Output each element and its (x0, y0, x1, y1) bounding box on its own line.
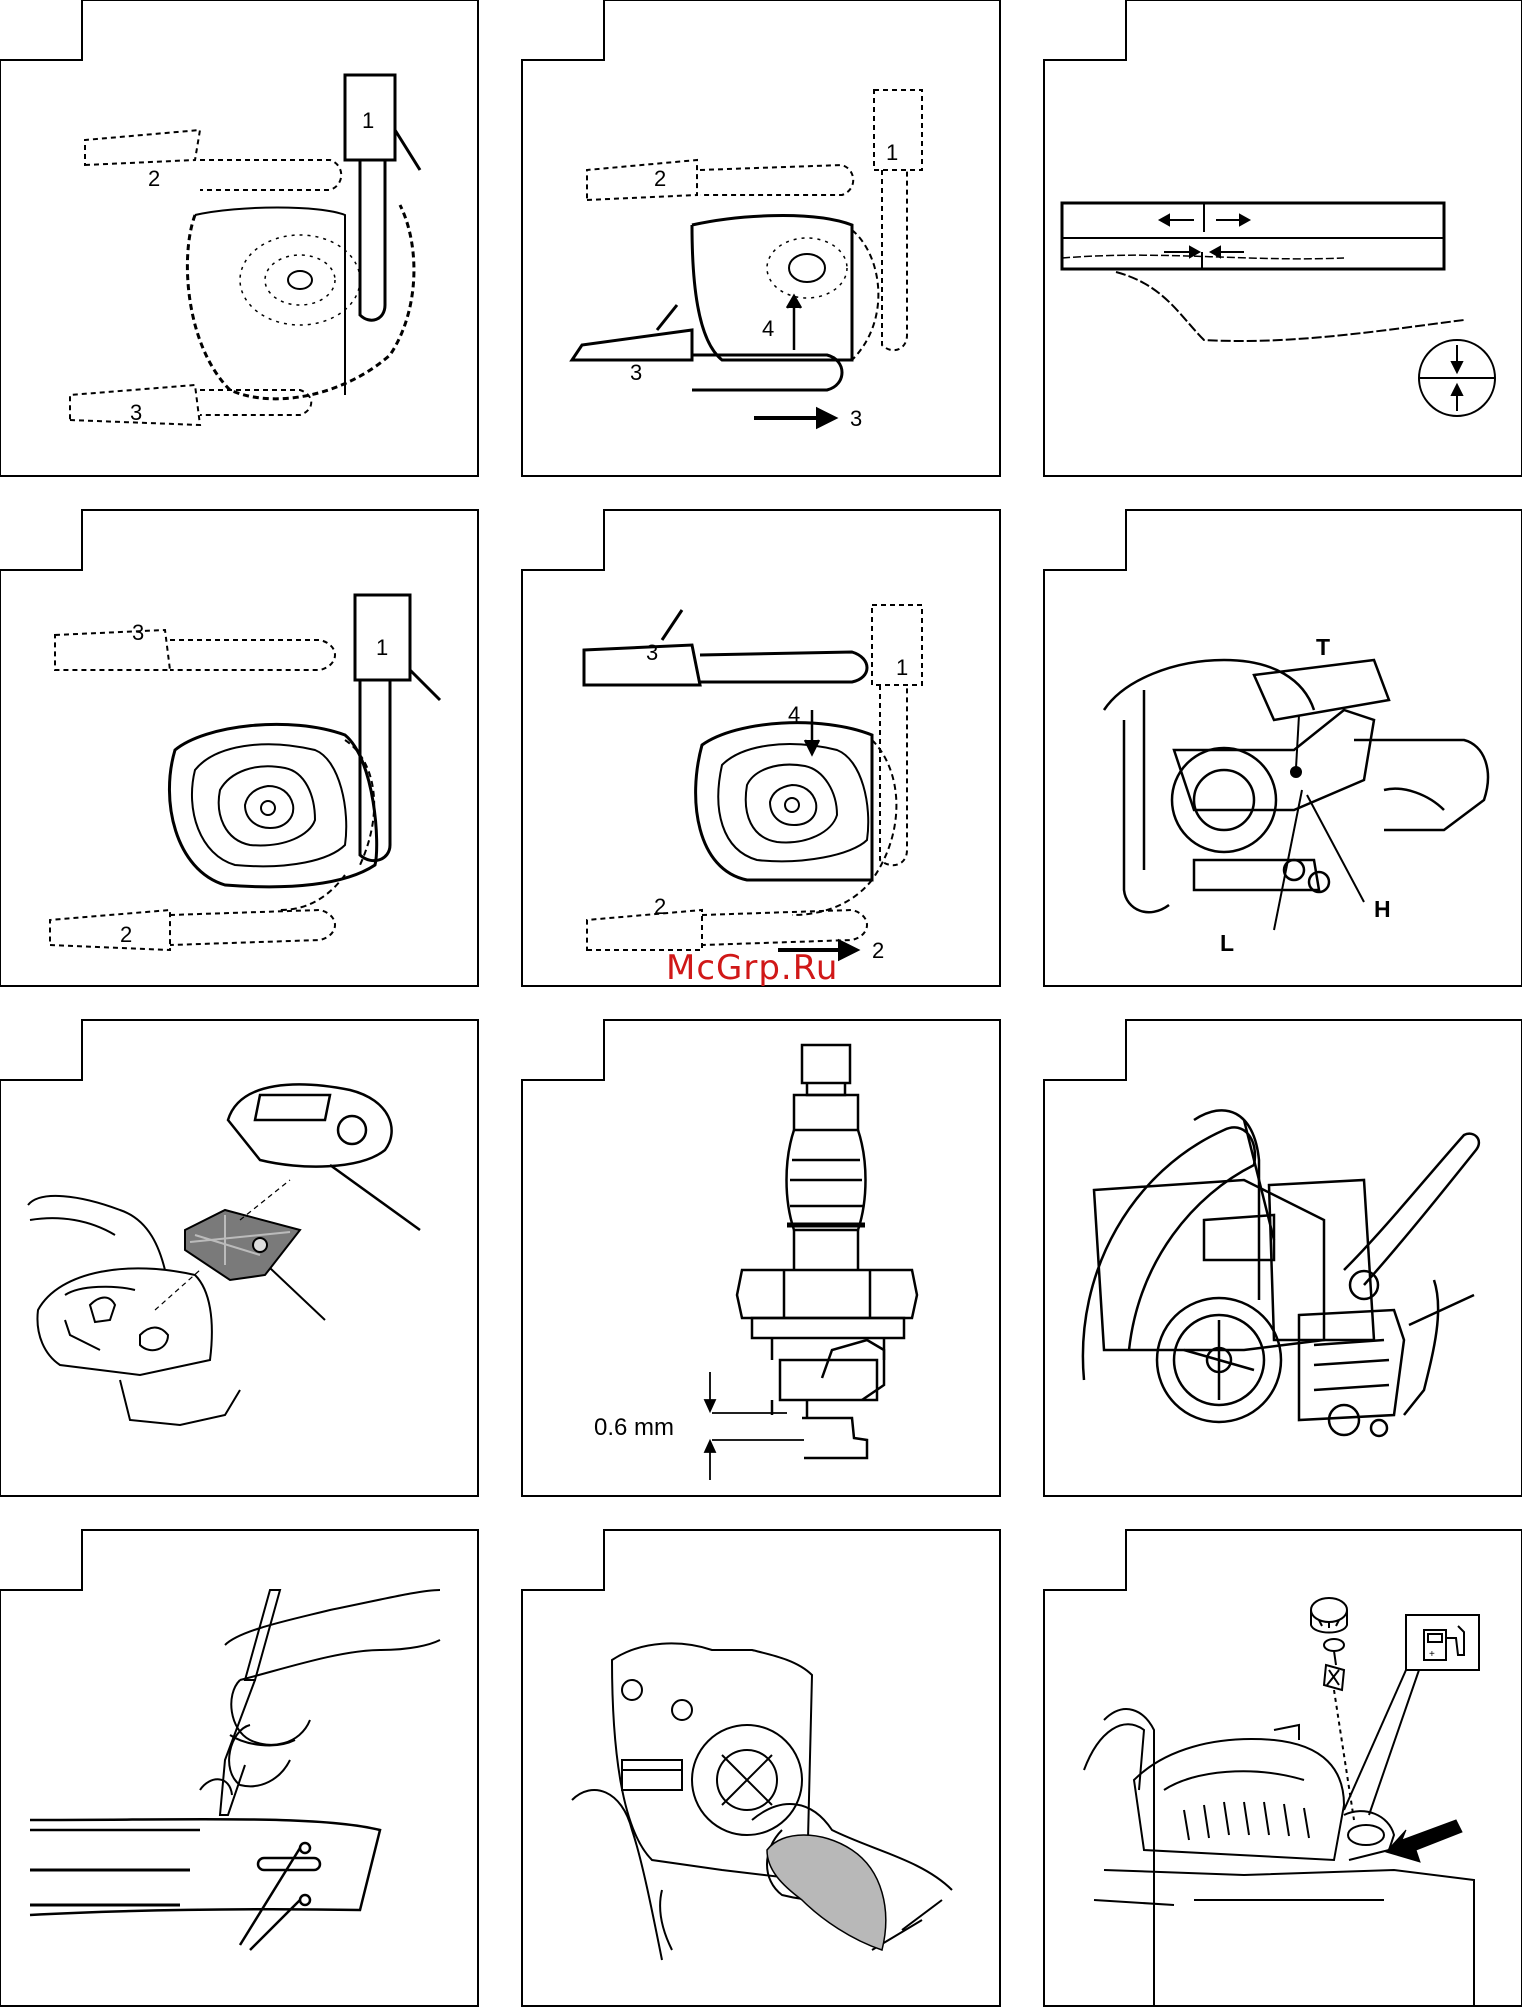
figure-panel-7 (0, 1020, 478, 1496)
callout-label: 2 (872, 938, 884, 964)
callout-label: 3 (646, 640, 658, 666)
figure-panel-4: 3 1 2 (0, 510, 478, 986)
svg-text:+: + (1429, 1649, 1435, 1660)
figure-panel-9 (1044, 1020, 1522, 1496)
figure-panel-2: 1 2 4 3 3 (522, 0, 1000, 476)
callout-label: 3 (630, 360, 642, 386)
figure-panel-5: 3 1 4 2 2 (522, 510, 1000, 986)
watermark: McGrp.Ru (666, 948, 838, 988)
callout-label: 2 (120, 922, 132, 948)
panel-frame (522, 0, 1000, 476)
callout-label: 2 (654, 166, 666, 192)
callout-label: 1 (362, 108, 374, 134)
callout-label: 4 (788, 702, 800, 728)
callout-label: 1 (896, 655, 908, 681)
callout-label: 4 (762, 316, 774, 342)
callout-label: 2 (654, 894, 666, 920)
figure-panel-8: 0.6 mm (522, 1020, 1000, 1496)
figure-panel-11 (522, 1530, 1000, 2006)
panel-frame (522, 1530, 1000, 2006)
figure-panel-12: + (1044, 1530, 1522, 2006)
figure-panel-6: T L H (1044, 510, 1522, 986)
panel-frame (1044, 1020, 1522, 1496)
callout-label: 1 (886, 140, 898, 166)
callout-label: 3 (132, 620, 144, 646)
screw-label-h: H (1374, 896, 1391, 923)
panel-frame (1044, 0, 1522, 476)
panel-frame (1044, 510, 1522, 986)
figure-panel-1: 1 2 3 (0, 0, 478, 476)
panel-frame (0, 0, 478, 476)
figure-panel-10 (0, 1530, 478, 2006)
figure-panel-3 (1044, 0, 1522, 476)
panel-frame (0, 1530, 478, 2006)
screw-label-t: T (1316, 634, 1330, 661)
screw-label-l: L (1220, 930, 1234, 957)
panel-frame: + (1044, 1530, 1522, 2006)
panel-frame (522, 510, 1000, 986)
callout-label: 3 (130, 400, 142, 426)
gap-measurement-label: 0.6 mm (594, 1414, 674, 1442)
stress-icon (1419, 340, 1495, 416)
callout-label: 3 (850, 406, 862, 432)
panel-frame (0, 510, 478, 986)
callout-label: 1 (376, 635, 388, 661)
callout-label: 2 (148, 166, 160, 192)
panel-frame (0, 1020, 478, 1496)
